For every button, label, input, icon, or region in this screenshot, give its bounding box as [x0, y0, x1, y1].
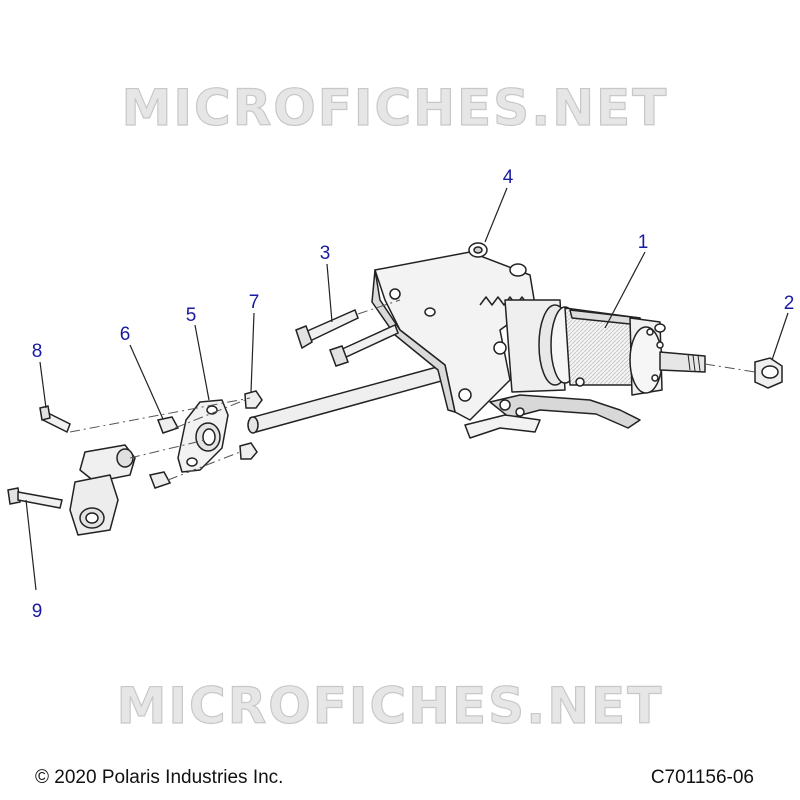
callout-7: 7 — [249, 292, 260, 313]
steering-column-assembly — [247, 242, 706, 439]
assembly-centerlines — [69, 299, 401, 481]
callout-3: 3 — [320, 243, 331, 264]
nut-2 — [754, 357, 783, 389]
leader-lines — [25, 187, 789, 591]
callout-6: 6 — [120, 324, 131, 345]
callout-9: 9 — [32, 601, 43, 622]
nut-7 — [239, 390, 263, 460]
bolt-6 — [148, 416, 180, 489]
callout-5: 5 — [186, 305, 197, 326]
bolt-3 — [295, 308, 399, 367]
callout-4: 4 — [503, 167, 514, 188]
watermark-top: MICROFICHES.NET — [122, 79, 669, 137]
callout-2: 2 — [784, 293, 795, 314]
callout-8: 8 — [32, 341, 43, 362]
bolt-9 — [7, 487, 63, 509]
flange-plate-5 — [177, 399, 229, 473]
drawing-number: C701156-06 — [650, 767, 754, 788]
universal-joint — [69, 444, 136, 536]
copyright-text: © 2020 Polaris Industries Inc. — [35, 767, 284, 788]
watermark-bottom: MICROFICHES.NET — [117, 677, 664, 735]
bolt-8 — [39, 405, 71, 434]
callout-1: 1 — [638, 232, 649, 253]
centerline-2 — [704, 363, 756, 373]
